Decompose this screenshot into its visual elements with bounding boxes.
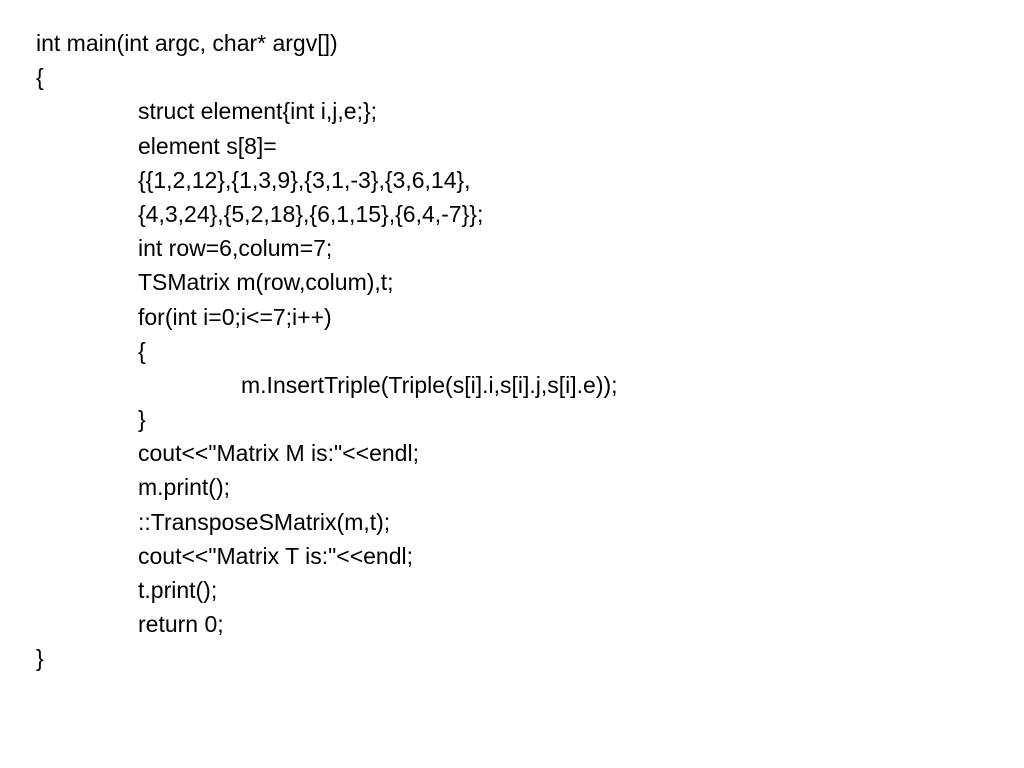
code-line: } xyxy=(138,406,146,433)
code-line: cout<<"Matrix M is:"<<endl; xyxy=(138,440,419,467)
code-block: int main(int argc, char* argv[]) { struc… xyxy=(36,26,618,676)
code-line: struct element{int i,j,e;}; xyxy=(138,98,378,125)
code-line: m.InsertTriple(Triple(s[i].i,s[i].j,s[i]… xyxy=(241,371,618,398)
code-line: {{1,2,12},{1,3,9},{3,1,-3},{3,6,14}, xyxy=(138,166,471,193)
code-line: cout<<"Matrix T is:"<<endl; xyxy=(138,542,414,569)
code-line: for(int i=0;i<=7;i++) xyxy=(138,303,332,330)
code-line: { xyxy=(138,337,146,364)
code-line: element s[8]= xyxy=(138,132,277,159)
code-line: TSMatrix m(row,colum),t; xyxy=(138,269,394,296)
code-line: } xyxy=(36,645,44,672)
code-line: t.print(); xyxy=(138,577,218,603)
code-line: {4,3,24},{5,2,18},{6,1,15},{6,4,-7}}; xyxy=(138,200,484,227)
code-line: int main(int argc, char* argv[]) xyxy=(36,30,338,56)
code-line: ::TransposeSMatrix(m,t); xyxy=(138,508,391,535)
code-line: return 0; xyxy=(138,611,224,638)
code-line: m.print(); xyxy=(138,474,230,501)
code-line: { xyxy=(36,64,44,91)
code-line: int row=6,colum=7; xyxy=(138,235,333,262)
